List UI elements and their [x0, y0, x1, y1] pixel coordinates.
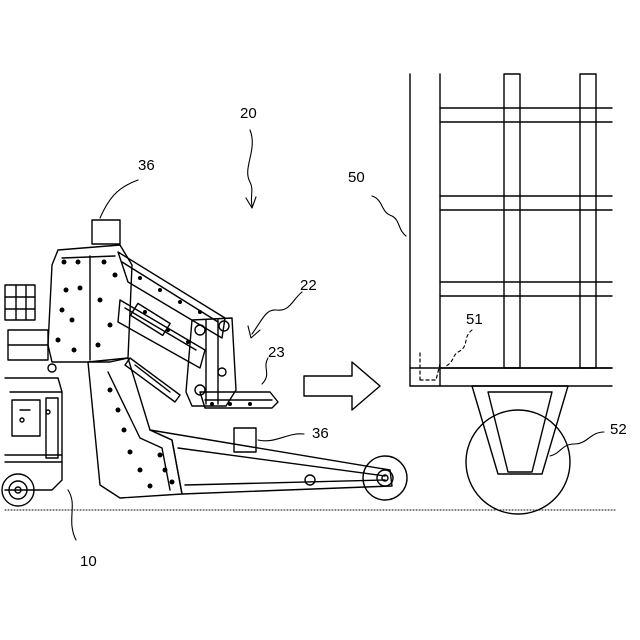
front-roller	[363, 456, 407, 500]
leader-cart	[372, 196, 406, 236]
sensor-upper	[92, 220, 120, 244]
label-sensor-lower: 36	[312, 425, 329, 442]
label-sensor-upper: 36	[138, 157, 155, 174]
label-caster: 52	[610, 421, 627, 438]
leader-cart-bracket	[446, 330, 472, 366]
caster-fork	[472, 386, 568, 474]
label-gripper-plate: 23	[268, 344, 285, 361]
leader-caster	[550, 432, 604, 456]
leader-sensor-lower	[258, 434, 304, 441]
leader-gripper	[252, 292, 302, 334]
cart-frame	[410, 74, 612, 386]
caster-wheel	[466, 410, 570, 514]
leader-sensor-upper	[100, 180, 138, 218]
label-gripper: 22	[300, 277, 317, 294]
cart-bracket	[420, 352, 440, 380]
label-vehicle: 10	[80, 553, 97, 570]
leader-vehicle	[68, 490, 76, 540]
upper-arm	[118, 252, 225, 338]
vehicle-body	[2, 285, 62, 506]
leader-manipulator	[248, 130, 253, 206]
leader-gripper-plate	[262, 358, 268, 384]
label-manipulator: 20	[240, 105, 257, 122]
sensor-lower	[234, 428, 256, 452]
direction-right-arrow	[304, 362, 380, 410]
label-cart-bracket: 51	[466, 311, 483, 328]
label-cart: 50	[348, 169, 365, 186]
